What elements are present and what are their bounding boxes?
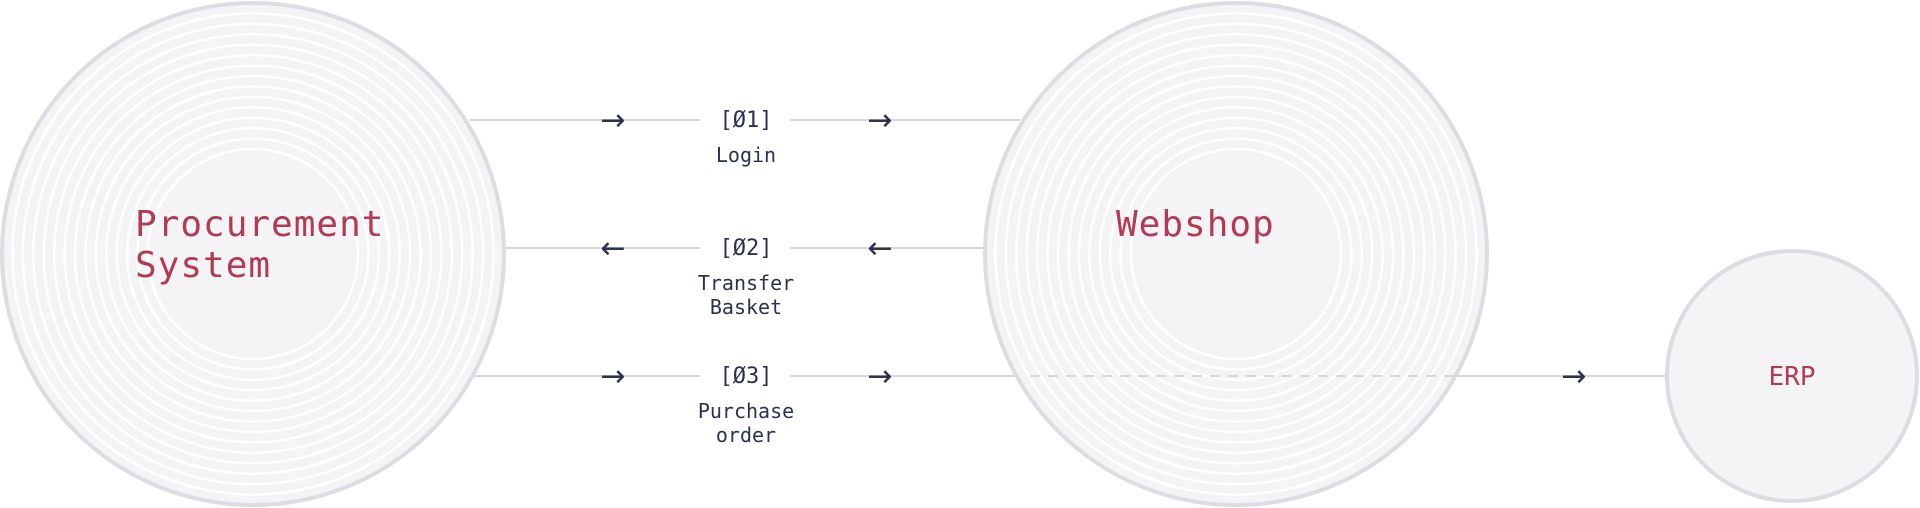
erp-label: ERP <box>1769 362 1816 392</box>
node-ring <box>125 126 381 382</box>
node-ring <box>136 137 370 371</box>
step-label: Purchase <box>698 399 794 423</box>
node-ring <box>84 85 422 423</box>
procurement-label-line2: System <box>135 245 271 286</box>
step-label: Transfer <box>698 271 794 295</box>
step-1: → [Ø1] → Login <box>600 100 893 167</box>
arrow-right-icon: → <box>867 103 892 138</box>
node-ring <box>1098 116 1374 392</box>
arrow-left-icon: ← <box>600 231 625 266</box>
step-number: [Ø3] <box>720 364 773 389</box>
step-2: ← [Ø2] ← Transfer Basket <box>600 228 893 319</box>
node-ring <box>63 64 443 444</box>
node-ring <box>21 22 485 486</box>
node-ring <box>115 116 391 392</box>
arrow-right-icon: → <box>1561 359 1586 394</box>
webshop-node <box>983 1 1489 507</box>
node-ring <box>1067 85 1405 423</box>
step-label: order <box>716 423 776 447</box>
arrow-right-icon: → <box>867 359 892 394</box>
node-ring <box>1004 22 1468 486</box>
erp-node <box>1665 249 1919 503</box>
node-ring <box>32 33 474 475</box>
node-outer-circle <box>983 1 1489 507</box>
procurement-system-node <box>0 1 506 507</box>
node-ring <box>1015 33 1457 475</box>
arrow-right-icon: → <box>600 359 625 394</box>
node-ring <box>1056 74 1416 434</box>
node-ring <box>42 43 464 465</box>
node-ring <box>105 106 401 402</box>
node-ring <box>1088 106 1384 402</box>
node-ring <box>994 12 1478 496</box>
step-number: [Ø2] <box>720 236 773 261</box>
webshop-label: Webshop <box>1116 204 1275 245</box>
node-ring <box>1035 53 1437 455</box>
node-ring <box>146 147 360 361</box>
node-ring <box>11 12 495 496</box>
arrow-right-icon: → <box>600 103 625 138</box>
node-ring <box>1025 43 1447 465</box>
node-ring <box>1046 64 1426 444</box>
node-ring <box>1119 137 1353 371</box>
node-ring <box>52 53 454 455</box>
procurement-label-line1: Procurement <box>135 204 384 245</box>
step-label: Basket <box>710 295 782 319</box>
node-ring <box>1129 147 1343 361</box>
node-ring <box>73 74 433 434</box>
step-3: → [Ø3] → Purchase order <box>600 356 893 447</box>
node-ring <box>94 95 412 413</box>
node-ring <box>1108 126 1364 382</box>
step-number: [Ø1] <box>720 108 773 133</box>
step-label: Login <box>716 143 776 167</box>
node-ring <box>1077 95 1395 413</box>
arrow-left-icon: ← <box>867 231 892 266</box>
